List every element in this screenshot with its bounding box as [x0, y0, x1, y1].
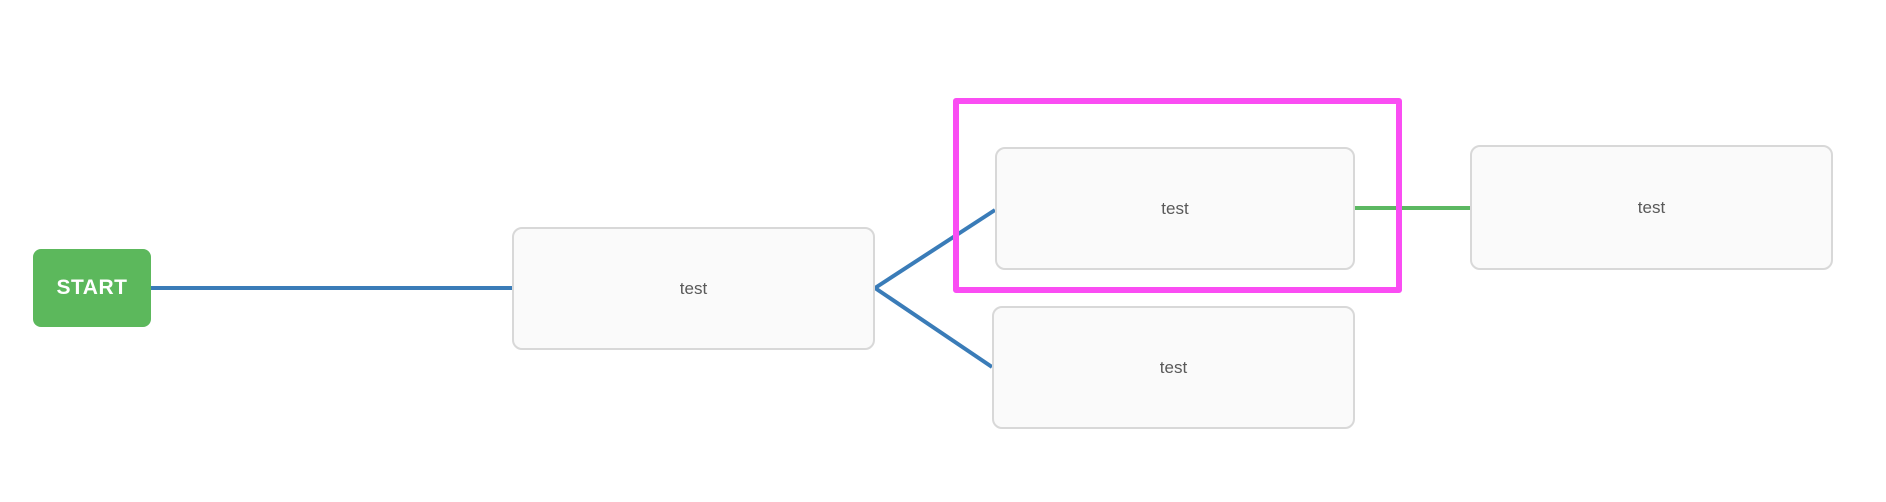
flow-node-label: test [1159, 357, 1188, 377]
flow-node-1[interactable]: test [512, 227, 875, 350]
edge-node-1-to-node-2 [873, 208, 997, 290]
flow-node-label: test [1637, 197, 1666, 217]
edge-node-1-to-node-3 [873, 286, 994, 369]
flow-node-label: test [679, 278, 708, 298]
start-node[interactable]: START [33, 249, 151, 327]
flow-node-label: test [1161, 198, 1189, 218]
start-node-label: START [56, 276, 128, 299]
flow-node-2[interactable]: test [995, 147, 1355, 270]
selection-box [953, 98, 1402, 293]
flow-node-3[interactable]: test [992, 306, 1355, 429]
flow-node-4[interactable]: test [1470, 145, 1833, 270]
